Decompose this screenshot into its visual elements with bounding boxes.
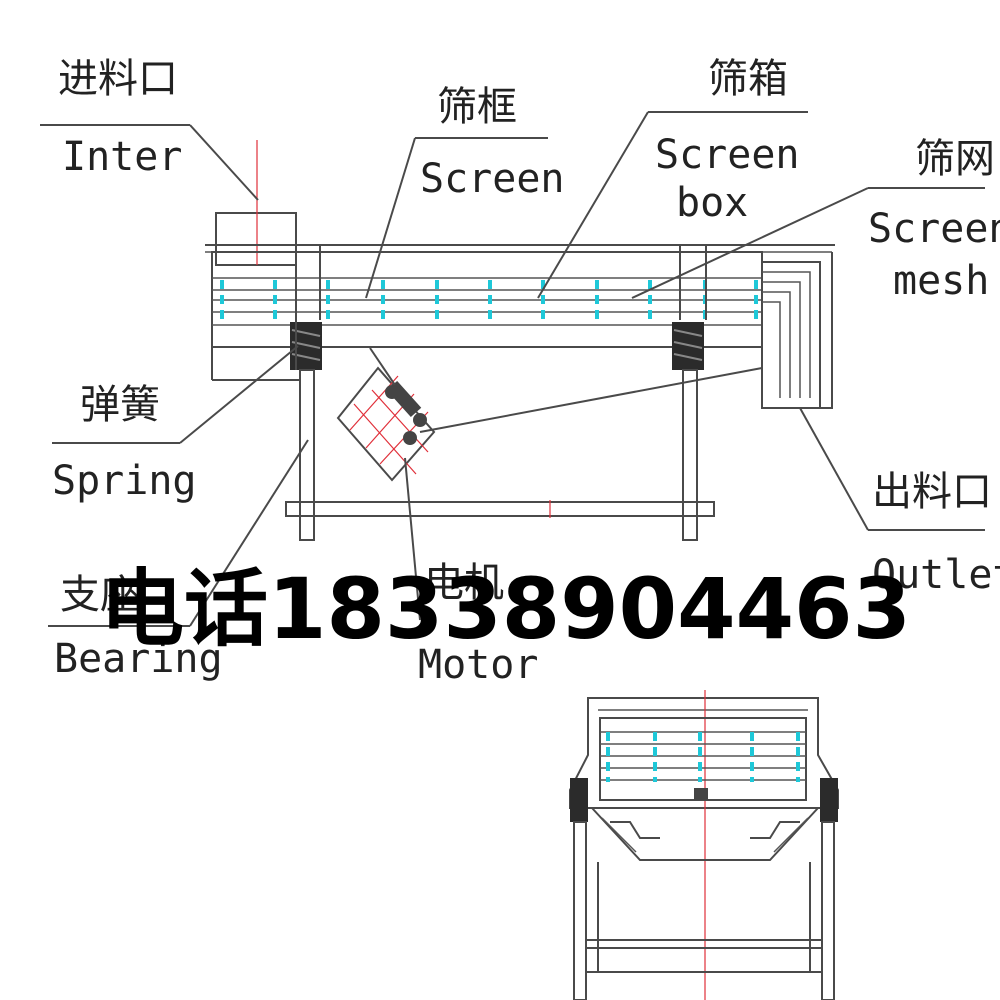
label-mesh-zh: 筛网 <box>915 136 995 182</box>
label-box-en-2: box <box>676 180 748 226</box>
label-motor-zh: 电机 <box>424 560 504 606</box>
vibration-motor <box>336 366 436 482</box>
label-outlet-zh: 出料口 <box>872 469 992 515</box>
spring-right <box>672 322 704 370</box>
end-view <box>569 690 839 1000</box>
feed-inlet-hopper <box>215 212 297 266</box>
base-beam <box>285 501 715 517</box>
labels: 进料口 Inter 筛框 Screen 筛箱 Screen box 筛网 Scr… <box>52 56 1000 688</box>
label-frame-en: Screen <box>420 156 565 202</box>
label-inlet-zh: 进料口 <box>58 56 178 102</box>
label-outlet-en: Outlet <box>872 552 1000 598</box>
label-spring-en: Spring <box>52 458 197 504</box>
label-spring-zh: 弹簧 <box>80 382 160 428</box>
label-inlet-en: Inter <box>62 134 182 180</box>
label-motor-en: Motor <box>418 642 538 688</box>
label-box-en-1: Screen <box>655 132 800 178</box>
screen-mesh <box>220 280 758 325</box>
label-box-zh: 筛箱 <box>708 56 788 102</box>
end-view-spring-left <box>570 778 588 822</box>
label-frame-zh: 筛框 <box>437 84 517 130</box>
end-view-spring-right <box>820 778 838 822</box>
label-mesh-en-2: mesh <box>893 258 989 304</box>
end-view-mesh <box>606 732 800 782</box>
label-mesh-en-1: Screen <box>868 206 1000 252</box>
outlet-chute <box>761 252 833 409</box>
label-bearing-zh: 支座 <box>60 572 140 618</box>
end-view-screen-box <box>599 717 807 801</box>
spring-left <box>290 322 322 370</box>
phone-watermark: 电话18338904463 <box>100 560 911 658</box>
support-legs <box>285 245 715 541</box>
label-bearing-en: Bearing <box>54 636 223 682</box>
leader-lines <box>40 111 985 627</box>
